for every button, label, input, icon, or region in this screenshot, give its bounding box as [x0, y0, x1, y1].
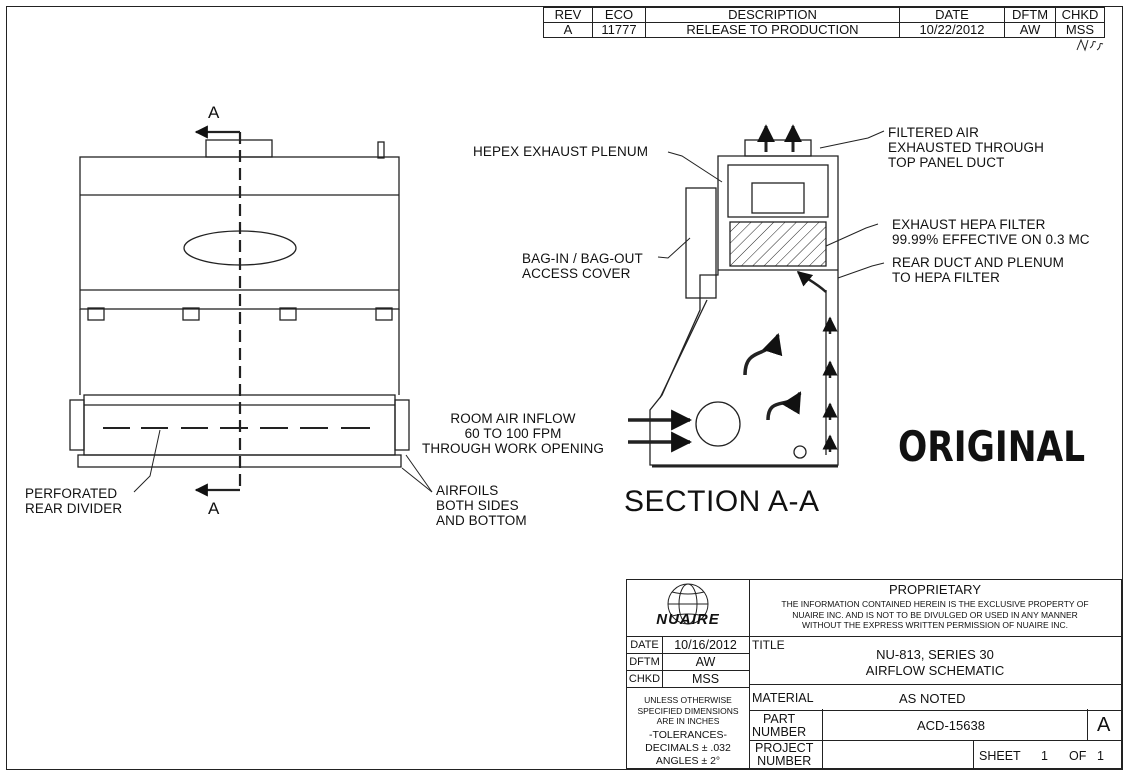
date-value: 10/16/2012: [662, 636, 750, 654]
blower: [727, 164, 829, 218]
material-cell: MATERIAL AS NOTED: [749, 684, 1121, 711]
chkd-initials-signature: [1076, 38, 1104, 52]
tolerances-text: -TOLERANCES- DECIMALS ± .032 ANGLES ± 2°: [645, 729, 731, 767]
bag-cover: [685, 187, 717, 299]
sheet-label: SHEET: [979, 749, 1021, 763]
dftm-label: DFTM: [627, 653, 663, 671]
rev-divider: [1087, 709, 1088, 740]
revision-header-row: REV ECO DESCRIPTION DATE DFTM CHKD: [543, 7, 1105, 23]
unless-text: UNLESS OTHERWISE SPECIFIED DIMENSIONS AR…: [637, 695, 739, 727]
label-perforated-rear-divider: PERFORATED REAR DIVIDER: [25, 486, 123, 516]
nuaire-logo-globe: [667, 583, 709, 625]
chkd-label: CHKD: [627, 670, 663, 688]
material-value: AS NOTED: [899, 691, 966, 706]
section-mark-bottom: A: [208, 499, 220, 518]
section-title: SECTION A-A: [624, 485, 820, 518]
valve: [377, 141, 385, 159]
of-label: OF: [1069, 749, 1087, 763]
part-number-label: PART NUMBER: [752, 712, 807, 739]
title-cell: TITLE NU-813, SERIES 30 AIRFLOW SCHEMATI…: [749, 636, 1121, 685]
revision-row: A 11777 RELEASE TO PRODUCTION 10/22/2012…: [543, 22, 1105, 38]
sheet-border: [6, 6, 1123, 770]
label-bag-in-bag-out: BAG-IN / BAG-OUT ACCESS COVER: [522, 251, 643, 281]
project-number-label: PROJECT NUMBER: [755, 741, 814, 768]
eco-header: ECO: [592, 7, 646, 23]
section-mark-top: A: [208, 103, 220, 122]
part-divider: [822, 709, 823, 740]
material-label: MATERIAL: [752, 691, 814, 705]
label-filtered-air: FILTERED AIR EXHAUSTED THROUGH TOP PANEL…: [888, 125, 1044, 170]
nuaire-logo: NUAIRE: [656, 610, 720, 628]
label-hepex-exhaust-plenum: HEPEX EXHAUST PLENUM: [473, 144, 649, 159]
dftm-header: DFTM: [1004, 7, 1056, 23]
chkd-header: CHKD: [1055, 7, 1105, 23]
inflow-fan: [695, 401, 741, 447]
proprietary-text: THE INFORMATION CONTAINED HEREIN IS THE …: [781, 599, 1089, 631]
front-view: [69, 125, 433, 497]
title-block: NUAIRE PROPRIETARY THE INFORMATION CONTA…: [626, 579, 1122, 769]
chkd-value: MSS: [662, 670, 750, 688]
title-label: TITLE: [752, 638, 785, 652]
hepa-filter: [729, 221, 827, 267]
tolerance-cell: UNLESS OTHERWISE SPECIFIED DIMENSIONS AR…: [627, 687, 750, 768]
label-room-air-inflow: ROOM AIR INFLOW 60 TO 100 FPM THROUGH WO…: [422, 411, 605, 456]
logo-cell: NUAIRE: [627, 580, 750, 637]
project-cell: PROJECT NUMBER SHEET 1 OF 1: [749, 740, 1121, 768]
dftm-value: AW: [1004, 22, 1056, 38]
original-stamp: ORIGINAL: [898, 422, 1086, 471]
label-exhaust-hepa-filter: EXHAUST HEPA FILTER 99.99% EFFECTIVE ON …: [892, 217, 1090, 247]
sheet-value: 1: [1041, 749, 1048, 763]
part-number-value: ACD-15638: [917, 718, 985, 733]
chkd-value: MSS: [1055, 22, 1105, 38]
section-duct: [744, 139, 812, 157]
dftm-value: AW: [662, 653, 750, 671]
proprietary-title: PROPRIETARY: [889, 582, 981, 597]
date-label: DATE: [627, 636, 663, 654]
project-divider: [822, 740, 823, 768]
eco-value: 11777: [592, 22, 646, 38]
section-outline: [649, 155, 839, 466]
sheet-divider: [973, 740, 974, 768]
label-airfoils: AIRFOILS BOTH SIDES AND BOTTOM: [436, 483, 527, 528]
rev-value: A: [543, 22, 593, 38]
proprietary-cell: PROPRIETARY THE INFORMATION CONTAINED HE…: [749, 580, 1121, 637]
part-number-cell: PART NUMBER ACD-15638 A: [749, 709, 1121, 741]
section-view: [628, 124, 885, 468]
date-value: 10/22/2012: [899, 22, 1005, 38]
title-value: NU-813, SERIES 30 AIRFLOW SCHEMATIC: [865, 647, 1005, 678]
of-value: 1: [1097, 749, 1104, 763]
label-rear-duct-plenum: REAR DUCT AND PLENUM TO HEPA FILTER: [892, 255, 1065, 285]
part-rev: A: [1097, 714, 1111, 736]
revision-block: REV ECO DESCRIPTION DATE DFTM CHKD A 117…: [543, 7, 1105, 38]
